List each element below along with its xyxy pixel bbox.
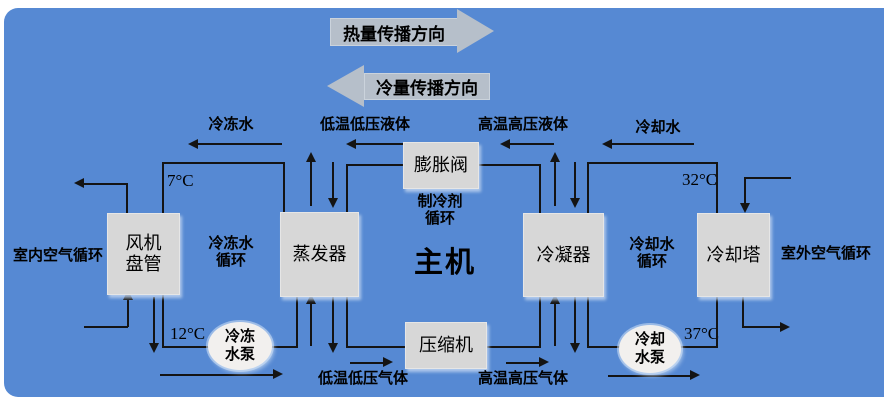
condenser-water-down-line bbox=[574, 162, 576, 200]
fan-coil-box: 风机 盘管 bbox=[107, 213, 180, 295]
pipe-condenser-refrigerant-bottom bbox=[539, 295, 541, 348]
evaporator-water-up-arrowhead-icon bbox=[306, 152, 316, 162]
pipe-from-compressor bbox=[485, 346, 541, 348]
pipe-from-condenser-top bbox=[477, 164, 541, 166]
condenser-water-down-arrowhead-icon bbox=[570, 198, 580, 208]
chilled-return-flow-line bbox=[160, 374, 273, 376]
cooling-water-flow-arrowhead-icon bbox=[602, 139, 612, 149]
chilled-return-flow-arrowhead-icon bbox=[273, 369, 283, 379]
evaporator-refrigerant-down-arrowhead-icon bbox=[328, 198, 338, 208]
indoor-air-out-line bbox=[84, 183, 128, 185]
pipe-cooling-supply bbox=[588, 162, 718, 164]
heat-direction-label: 热量传播方向 bbox=[343, 24, 445, 44]
cooling-return-flow-arrowhead-icon bbox=[690, 370, 700, 380]
pipe-evaporator-refrigerant-top bbox=[346, 164, 348, 213]
compressor-box: 压缩机 bbox=[405, 322, 487, 369]
indoor-air-loop-label: 室内空气循环 bbox=[12, 248, 103, 264]
cooling-water-pump: 冷却 水泵 bbox=[619, 325, 681, 373]
liquid-flow-line-left bbox=[356, 143, 406, 145]
pipe-to-compressor bbox=[347, 346, 405, 348]
condenser-gas-in-line bbox=[554, 300, 556, 346]
cooling-water-loop-label: 冷却水 循环 bbox=[629, 237, 675, 270]
cold-direction-label: 冷量传播方向 bbox=[376, 79, 478, 98]
condenser-gas-in-arrowhead-icon bbox=[550, 294, 560, 304]
refrigerant-loop-label: 制冷剂 循环 bbox=[417, 194, 463, 227]
pipe-tower-top bbox=[716, 162, 718, 214]
indoor-air-in-arrowhead-icon bbox=[123, 290, 133, 300]
chilled-water-flow-arrowhead-icon bbox=[188, 139, 198, 149]
condenser-water-out-line bbox=[574, 295, 576, 343]
chilled-water-loop-label: 冷冻水 循环 bbox=[208, 236, 254, 269]
pipe-fan-coil-return-drop bbox=[162, 293, 164, 348]
main-unit-label: 主机 bbox=[413, 247, 476, 279]
cooling-return-flow-line bbox=[608, 375, 690, 377]
pipe-chilled-supply bbox=[163, 162, 283, 164]
gas-flow-arrowhead-right-icon bbox=[539, 357, 549, 367]
pipe-tower-bottom bbox=[716, 295, 718, 348]
evaporator-box: 蒸发器 bbox=[280, 212, 359, 297]
outdoor-air-out-drop bbox=[742, 295, 744, 328]
expansion-valve-box: 膨胀阀 bbox=[403, 142, 479, 189]
condenser-refrigerant-up-arrowhead-icon bbox=[550, 152, 560, 162]
outdoor-air-out-arrowhead-icon bbox=[780, 322, 790, 332]
pipe-to-expansion-valve bbox=[347, 164, 405, 166]
chilled-supply-temp: 7°C bbox=[167, 171, 194, 190]
pipe-evaporator-water-bottom bbox=[296, 295, 298, 348]
evaporator-gas-out-line bbox=[332, 295, 334, 343]
outdoor-air-in-line bbox=[745, 177, 791, 179]
gas-flow-arrowhead-left-icon bbox=[383, 357, 393, 367]
low-pressure-liquid-label: 低温低压液体 bbox=[319, 117, 410, 133]
cooling-tower-box: 冷却塔 bbox=[697, 213, 770, 297]
chilled-water-flow-line bbox=[198, 143, 282, 145]
condenser-water-out-arrowhead-icon bbox=[570, 343, 580, 353]
indoor-air-out-drop bbox=[126, 183, 128, 214]
chilled-water-pump: 冷冻 水泵 bbox=[208, 322, 272, 370]
cold-direction-arrow: 冷量传播方向 bbox=[364, 73, 490, 100]
indoor-air-out-arrowhead-icon bbox=[74, 178, 84, 188]
gas-flow-line-left bbox=[350, 362, 383, 364]
cooling-return-temp: 37°C bbox=[684, 324, 720, 343]
low-pressure-gas-label: 低温低压气体 bbox=[317, 371, 408, 387]
liquid-flow-arrowhead-left-icon bbox=[346, 139, 356, 149]
indoor-air-in-line bbox=[84, 326, 128, 328]
outdoor-air-in-arrowhead-icon bbox=[740, 203, 750, 213]
liquid-flow-arrowhead-right-icon bbox=[500, 139, 510, 149]
heat-direction-arrowhead-icon bbox=[457, 9, 494, 53]
cooling-supply-temp: 32°C bbox=[682, 170, 718, 189]
evaporator-refrigerant-down-line bbox=[332, 162, 334, 200]
indoor-air-in-riser bbox=[127, 297, 129, 327]
pipe-chilled-supply-drop bbox=[162, 162, 164, 214]
condenser-box: 冷凝器 bbox=[523, 213, 604, 297]
outdoor-air-in-drop bbox=[744, 177, 746, 204]
cooling-water-flow-line bbox=[612, 143, 694, 145]
pipe-condenser-refrigerant-top bbox=[539, 164, 541, 214]
high-pressure-liquid-label: 高温高压液体 bbox=[477, 117, 568, 133]
heat-direction-arrow: 热量传播方向 bbox=[330, 18, 458, 46]
gas-flow-line-right bbox=[506, 362, 539, 364]
pipe-evaporator-water-top bbox=[283, 162, 285, 213]
pipe-evaporator-refrigerant-bottom bbox=[346, 295, 348, 348]
evaporator-gas-out-arrowhead-icon bbox=[328, 343, 338, 353]
cooling-water-label: 冷却水 bbox=[635, 120, 681, 136]
evaporator-water-in-arrowhead-icon bbox=[306, 294, 316, 304]
chilled-water-label: 冷冻水 bbox=[208, 117, 254, 133]
high-pressure-gas-label: 高温高压气体 bbox=[477, 371, 568, 387]
evaporator-water-up-line bbox=[310, 160, 312, 206]
pipe-condenser-water-bottom bbox=[587, 295, 589, 348]
pipe-condenser-water-top bbox=[587, 162, 589, 214]
outdoor-air-loop-label: 室外空气循环 bbox=[780, 246, 871, 262]
outdoor-air-out-line bbox=[742, 326, 782, 328]
fan-coil-water-down-line bbox=[153, 297, 155, 343]
chilled-return-temp: 12°C bbox=[170, 324, 206, 343]
fan-coil-water-down-arrowhead-icon bbox=[149, 343, 159, 353]
condenser-refrigerant-up-line bbox=[554, 160, 556, 206]
evaporator-water-in-line bbox=[310, 300, 312, 346]
cold-direction-arrowhead-icon bbox=[327, 65, 364, 107]
liquid-flow-line-right bbox=[510, 143, 554, 145]
